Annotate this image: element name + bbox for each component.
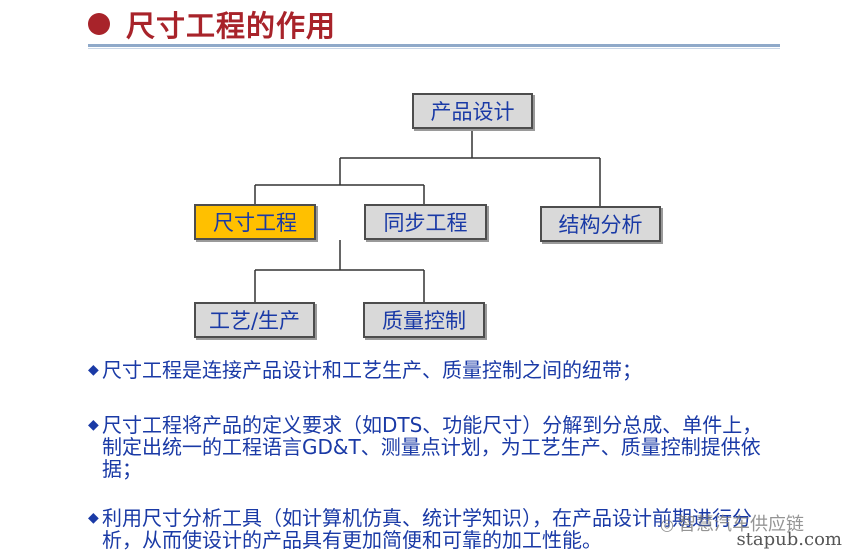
site-url: stapub.com	[736, 529, 842, 550]
bullet-text: 尺寸工程是连接产品设计和工艺生产、质量控制之间的纽带；	[102, 358, 642, 382]
node-product-design: 产品设计	[412, 93, 533, 129]
slide-header: 尺寸工程的作用	[88, 4, 336, 44]
node-quality-control: 质量控制	[363, 302, 485, 338]
title-underline-light	[88, 48, 780, 49]
diamond-bullet-icon: ◆	[88, 362, 99, 378]
wechat-icon: ◎	[660, 515, 674, 534]
bullet-text: 利用尺寸分析工具（如计算机仿真、统计学知识），在产品设计前期进行分析，从而使设计…	[102, 506, 752, 552]
node-process-production: 工艺/生产	[194, 302, 315, 338]
bullet-item: ◆ 利用尺寸分析工具（如计算机仿真、统计学知识），在产品设计前期进行分析，从而使…	[88, 507, 768, 551]
bullet-text: 尺寸工程将产品的定义要求（如DTS、功能尺寸）分解到分总成、单件上，制定出统一的…	[102, 413, 763, 481]
node-synchronous-engineering: 同步工程	[364, 204, 487, 240]
diamond-bullet-icon: ◆	[88, 417, 99, 433]
diamond-bullet-icon: ◆	[88, 510, 99, 526]
watermark-text: 智慧汽车供应链	[677, 514, 804, 535]
title-underline	[88, 44, 780, 47]
bullet-item: ◆ 尺寸工程将产品的定义要求（如DTS、功能尺寸）分解到分总成、单件上，制定出统…	[88, 414, 768, 480]
slide-title: 尺寸工程的作用	[126, 9, 337, 43]
node-structure-analysis: 结构分析	[540, 206, 661, 242]
watermark: ◎智慧汽车供应链	[660, 510, 804, 536]
bullet-item: ◆ 尺寸工程是连接产品设计和工艺生产、质量控制之间的纽带；	[88, 359, 768, 381]
title-bullet-dot	[88, 13, 110, 35]
node-dimension-engineering: 尺寸工程	[194, 204, 316, 240]
